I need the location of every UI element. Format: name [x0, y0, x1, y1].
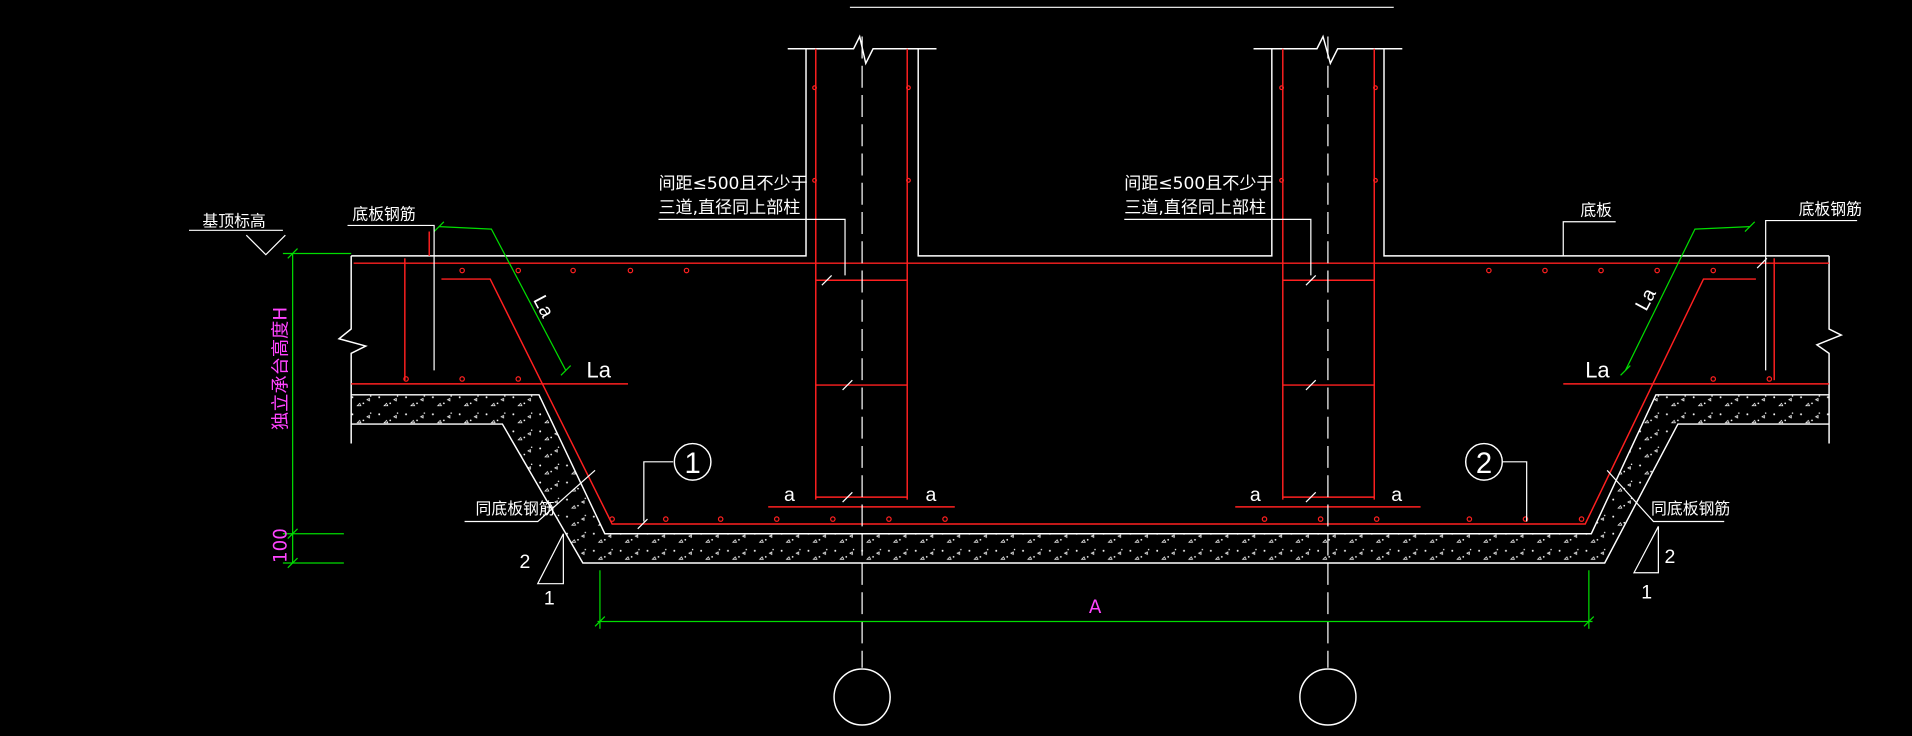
- a-label-left2: a: [926, 484, 937, 506]
- slab-label: 底板: [1580, 201, 1612, 220]
- dim-100-label: 100: [271, 528, 292, 563]
- a-label-right1: a: [1250, 484, 1261, 506]
- dim-a-label: A: [1089, 597, 1102, 618]
- axis-bubble-right: [1299, 668, 1357, 726]
- spacing-right-line2: 三道,直径同上部柱: [1124, 198, 1266, 218]
- la-left-label: La: [587, 358, 612, 383]
- callout-2-number: 2: [1476, 448, 1492, 480]
- same-rebar-right-label: 同底板钢筋: [1651, 499, 1730, 518]
- la-left-diag-label: La: [528, 292, 558, 322]
- spacing-left-line1: 间距≤500且不少于: [658, 174, 807, 194]
- la-right-diag-label: La: [1631, 285, 1661, 315]
- dimension-lines: [282, 221, 1756, 629]
- a-label-right2: a: [1391, 484, 1402, 506]
- spacing-left-line2: 三道,直径同上部柱: [658, 198, 800, 218]
- callout-1-number: 1: [684, 448, 700, 480]
- slope-left-bottom: 1: [544, 587, 555, 609]
- same-rebar-left-label: 同底板钢筋: [476, 499, 555, 518]
- a-label-left1: a: [784, 484, 795, 506]
- rebar-group: [351, 48, 1830, 525]
- top-elevation-label: 基顶标高: [202, 212, 265, 231]
- concrete-bedding-hatch: [351, 394, 1830, 563]
- axis-lines: [861, 36, 1329, 668]
- axis-bubble-left: [833, 668, 891, 726]
- callout-circle-1: [673, 442, 712, 481]
- slab-rebar-right-label: 底板钢筋: [1799, 199, 1862, 218]
- tick-marks: [637, 257, 1768, 530]
- spacing-right-line1: 间距≤500且不少于: [1124, 174, 1273, 194]
- callout-circle-2: [1464, 442, 1504, 481]
- slope-left-top: 2: [519, 551, 530, 573]
- rebar-dots: [403, 85, 1773, 522]
- leader-lines: [189, 218, 1858, 585]
- slab-rebar-left-label: 底板钢筋: [352, 204, 415, 223]
- la-right-label: La: [1585, 358, 1610, 383]
- slope-right-bottom: 1: [1641, 581, 1652, 603]
- slope-right-top: 2: [1664, 546, 1675, 568]
- dim-height-label: 独立承台高度H: [271, 307, 292, 430]
